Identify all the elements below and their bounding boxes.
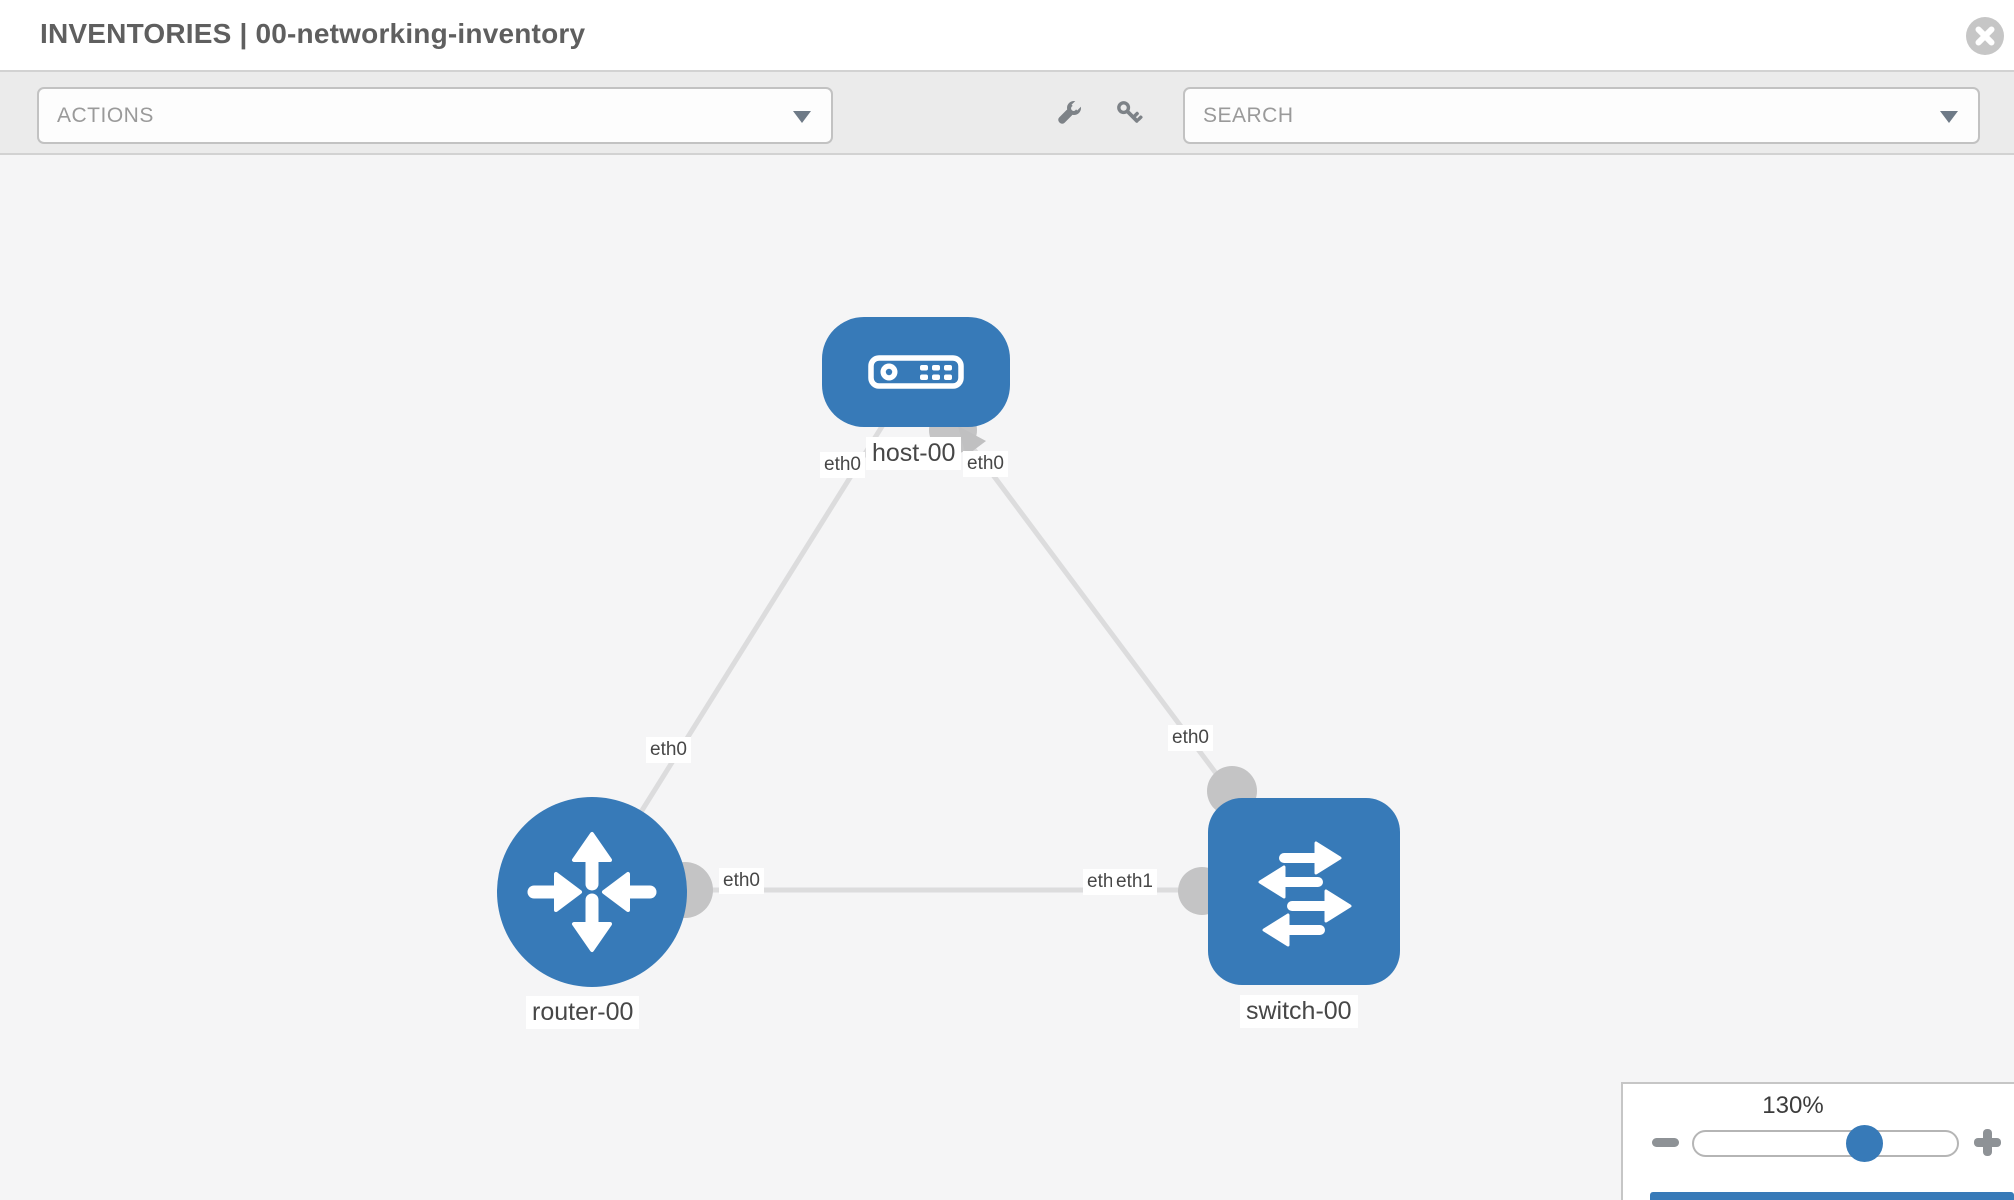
switch-arrows-icon <box>1258 841 1352 946</box>
page-title: INVENTORIES | 00-networking-inventory <box>40 18 586 49</box>
actions-dropdown[interactable]: ACTIONS <box>37 87 833 144</box>
zoom-slider-thumb[interactable] <box>1846 1125 1883 1162</box>
node-host[interactable] <box>822 317 1010 427</box>
interface-label: eth0 <box>820 452 865 478</box>
interface-label: eth0 <box>646 737 691 763</box>
plus-icon <box>1983 1129 1992 1156</box>
toolbar: ACTIONS SEARCH <box>0 70 2014 155</box>
interface-label: eth0 <box>963 451 1008 477</box>
chevron-down-icon <box>1940 111 1958 123</box>
search-placeholder: SEARCH <box>1203 103 1294 127</box>
chevron-down-icon <box>793 111 811 123</box>
close-button[interactable] <box>1966 17 2004 55</box>
key-button-bar[interactable] <box>1650 1192 2014 1200</box>
node-router[interactable] <box>497 797 687 987</box>
host-device-icon <box>868 355 964 389</box>
configure-button[interactable] <box>1051 97 1085 131</box>
node-label-host: host-00 <box>866 437 962 470</box>
interface-label: eth1 <box>1112 869 1157 895</box>
interface-label: eth0 <box>1168 725 1213 751</box>
zoom-level: 130% <box>1762 1092 1824 1119</box>
zoom-panel: 130% <box>1621 1082 2014 1200</box>
node-label-router: router-00 <box>526 996 640 1029</box>
credentials-button[interactable] <box>1113 97 1147 131</box>
key-icon <box>1117 101 1143 123</box>
node-switch[interactable] <box>1208 798 1400 985</box>
search-dropdown[interactable]: SEARCH <box>1183 87 1980 144</box>
header: INVENTORIES | 00-networking-inventory <box>0 0 2014 70</box>
interface-label: eth0 <box>719 868 764 894</box>
actions-placeholder: ACTIONS <box>57 103 154 127</box>
wrench-icon <box>1058 99 1083 124</box>
edges-svg <box>588 370 1307 918</box>
close-icon <box>1975 26 1995 46</box>
node-label-switch: switch-00 <box>1240 995 1358 1028</box>
router-arrows-icon <box>527 832 657 952</box>
zoom-out-button[interactable] <box>1652 1138 1679 1147</box>
topology-canvas[interactable]: host-00 router-00 switch-00 eth0 eth0 et… <box>0 155 2014 1200</box>
zoom-slider-track[interactable] <box>1692 1130 1959 1157</box>
zoom-in-button[interactable] <box>1974 1129 2001 1156</box>
